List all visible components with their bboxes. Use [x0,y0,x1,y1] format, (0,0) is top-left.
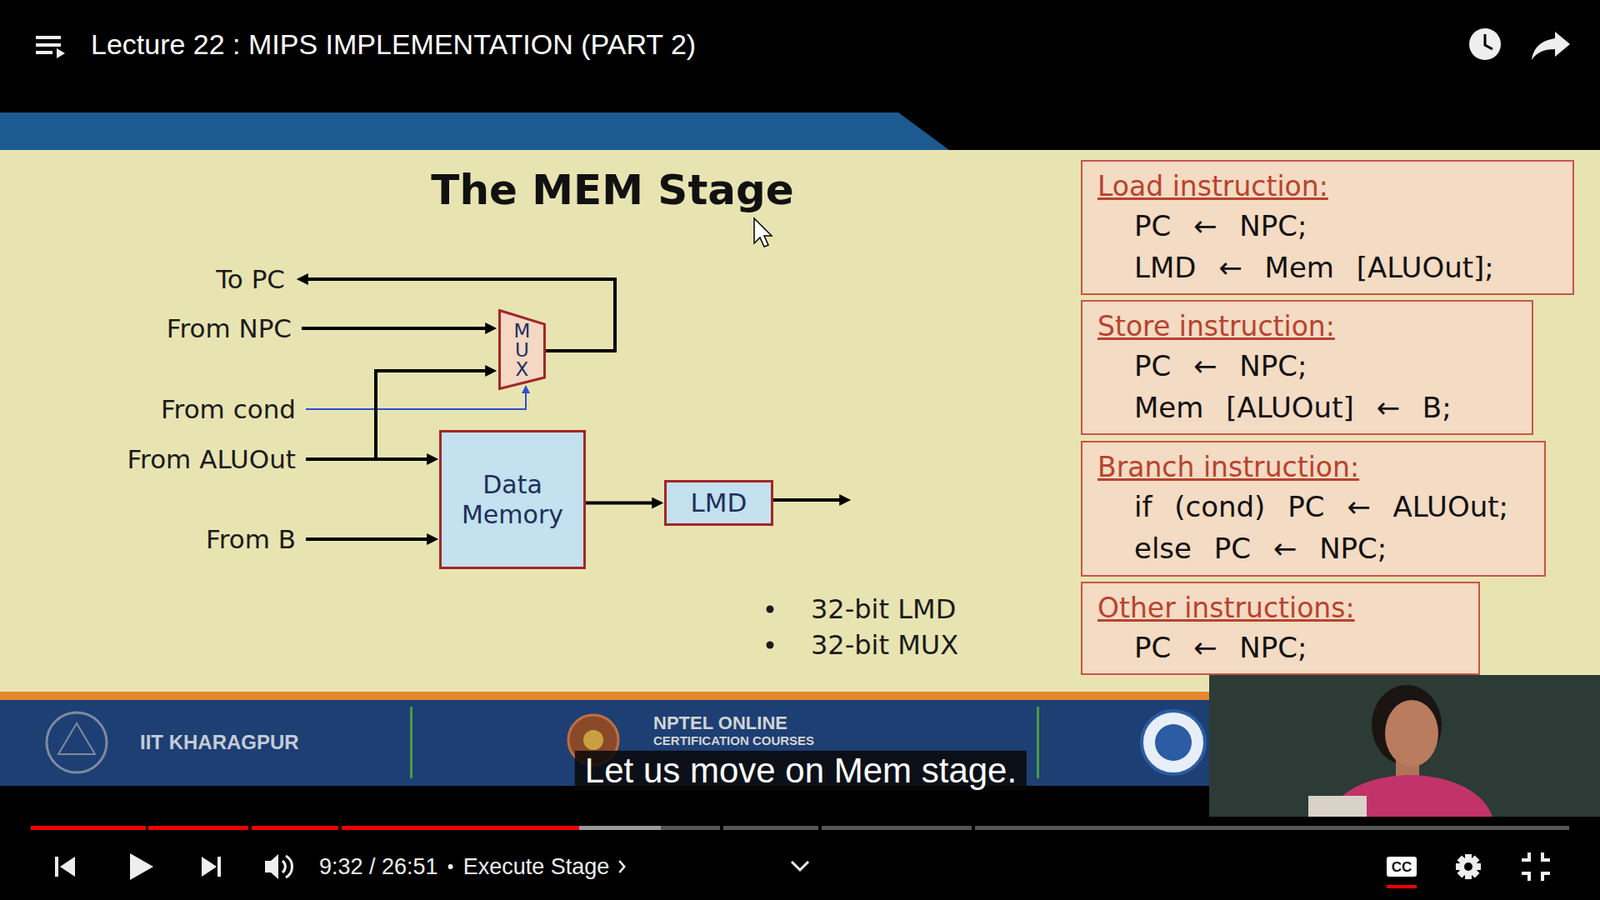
progress-rest [660,825,720,830]
share-icon [1531,31,1570,60]
captions-icon [1386,856,1417,877]
volume-icon [285,855,293,878]
connector-group [585,502,660,504]
progress-played [30,825,146,830]
gear-body [1459,857,1478,876]
rtl-statement: PC ← NPC; [1134,626,1464,669]
course-brand: NPTEL ONLINE [653,714,788,733]
playlist-icon [35,50,53,55]
presenter-figure [1308,685,1494,817]
expand-chevron [791,861,809,870]
rtl-panel: Other instructions:PC ← NPC; [1080,581,1480,675]
rtl-panel: Branch instruction:if (cond) PC ← ALUOut… [1080,440,1546,577]
mouse-cursor [754,218,772,247]
data-arrow [585,501,660,505]
slide-top-band [0,112,950,150]
gear-tooth [1457,855,1480,879]
pc-wire [300,279,615,351]
aluout-wire [305,457,435,461]
iit-logo [58,723,95,755]
box-label: LMD [690,487,748,519]
npc-wire [301,326,494,330]
progress-rest [723,825,819,830]
next-icon [201,856,217,877]
play-icon [130,853,154,880]
captions-on-bar [1386,885,1417,889]
memory-box: Data Memory [439,430,586,570]
rtl-statement: else PC ← NPC; [1134,527,1530,570]
footer-separator [1036,706,1040,779]
progress-played [341,825,580,830]
rtl-statement: Mem [ALUOut] ← B; [1134,386,1517,429]
settings-icon [1455,854,1481,880]
slide-title: The MEM Stage [430,169,794,211]
separator-dot [448,864,454,870]
bullet-note: 32-bit LMD [810,595,956,623]
presenter-face [1385,700,1439,767]
signal-name: To PC [215,266,285,293]
signal-name: From ALUOut [127,446,296,473]
volume-icon [265,854,279,880]
bullet-dot [766,605,775,614]
progress-rest [975,825,1570,830]
chapter-chevron [619,860,625,873]
iit-logo [46,712,107,773]
video-title: Lecture 22 : MIPS IMPLEMENTATION (PART 2… [90,30,696,59]
mux-shape [500,310,545,390]
volume-icon [282,860,285,873]
rtl-statement: PC ← NPC; [1134,345,1517,387]
progress-buffered [579,825,661,830]
course-brand: CERTIFICATION COURSES [653,734,815,747]
gear-hole [1464,862,1473,871]
playlist-icon [35,43,61,47]
lmd-out-wire [773,498,848,502]
next-icon [217,856,221,877]
signal-name: From cond [160,396,296,423]
footer-separator [410,706,413,779]
partner-logo [1155,724,1192,761]
rtl-statement: PC ← NPC; [1134,205,1558,247]
institute-name: IIT KHARAGPUR [140,732,300,753]
watch-later-icon [1485,34,1493,50]
signal-name: From NPC [166,315,292,342]
gear-tooth [1457,855,1480,879]
watch-later-icon [1469,28,1501,60]
cond-wire [305,387,526,410]
playlist-icon [56,48,65,59]
slide-ground [0,150,1600,692]
rtl-panel: Store instruction:PC ← NPC;Mem [ALUOut] … [1080,300,1534,435]
rtl-panel: Load instruction:PC ← NPC;LMD ← Mem [ALU… [1080,160,1575,295]
previous-icon [60,856,75,877]
chapter-name: Execute Stage [463,855,610,879]
panel-heading: Load instruction: [1097,168,1558,205]
progress-rest [821,825,972,830]
desk-paper [1308,795,1367,817]
multiplexer: MUX [498,309,546,390]
panel-heading: Store instruction: [1097,308,1517,345]
progress-played [251,825,339,830]
register-box: LMD [664,480,774,526]
mux-label: MUX [512,321,532,380]
previous-icon [55,856,59,877]
subtitle-caption: Let us move on Mem stage. [575,750,1027,791]
rtl-statement: if (cond) PC ← ALUOut; [1134,485,1530,528]
exit-fullscreen-icon [1521,852,1550,881]
panel-heading: Branch instruction: [1097,449,1530,486]
rtl-statement: LMD ← Mem [ALUOut]; [1134,246,1558,289]
b-wire [305,537,435,541]
time-display: 9:32 / 26:51 [319,855,439,879]
signal-name: From B [205,526,296,553]
bullet-dot [766,641,775,650]
nptel-logo [583,730,604,750]
progress-played [148,825,249,830]
playlist-icon [35,35,61,40]
panel-heading: Other instructions: [1097,590,1464,627]
box-label: Data Memory [450,470,575,530]
partner-logo [1141,710,1205,775]
captions-icon-text: CC [1391,860,1413,875]
bullet-note: 32-bit MUX [810,631,959,659]
